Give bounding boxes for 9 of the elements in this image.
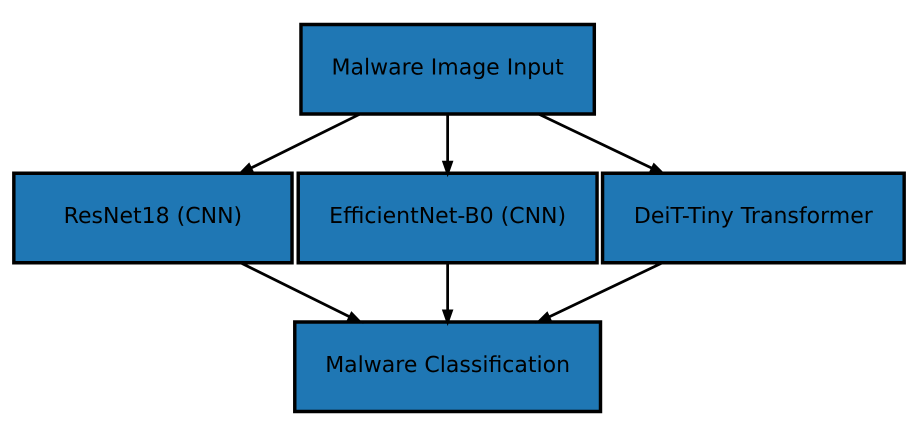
- node-box: EfficientNet-B0 (CNN): [296, 172, 599, 264]
- arrow: [442, 114, 454, 178]
- node-box: Malware Image Input: [299, 22, 596, 116]
- node-box: DeiT-Tiny Transformer: [600, 172, 906, 264]
- node-box: Malware Classification: [293, 320, 602, 414]
- node-box: ResNet18 (CNN): [12, 172, 294, 264]
- arrow: [442, 262, 454, 326]
- arrow: [534, 262, 664, 324]
- arrow: [240, 262, 364, 324]
